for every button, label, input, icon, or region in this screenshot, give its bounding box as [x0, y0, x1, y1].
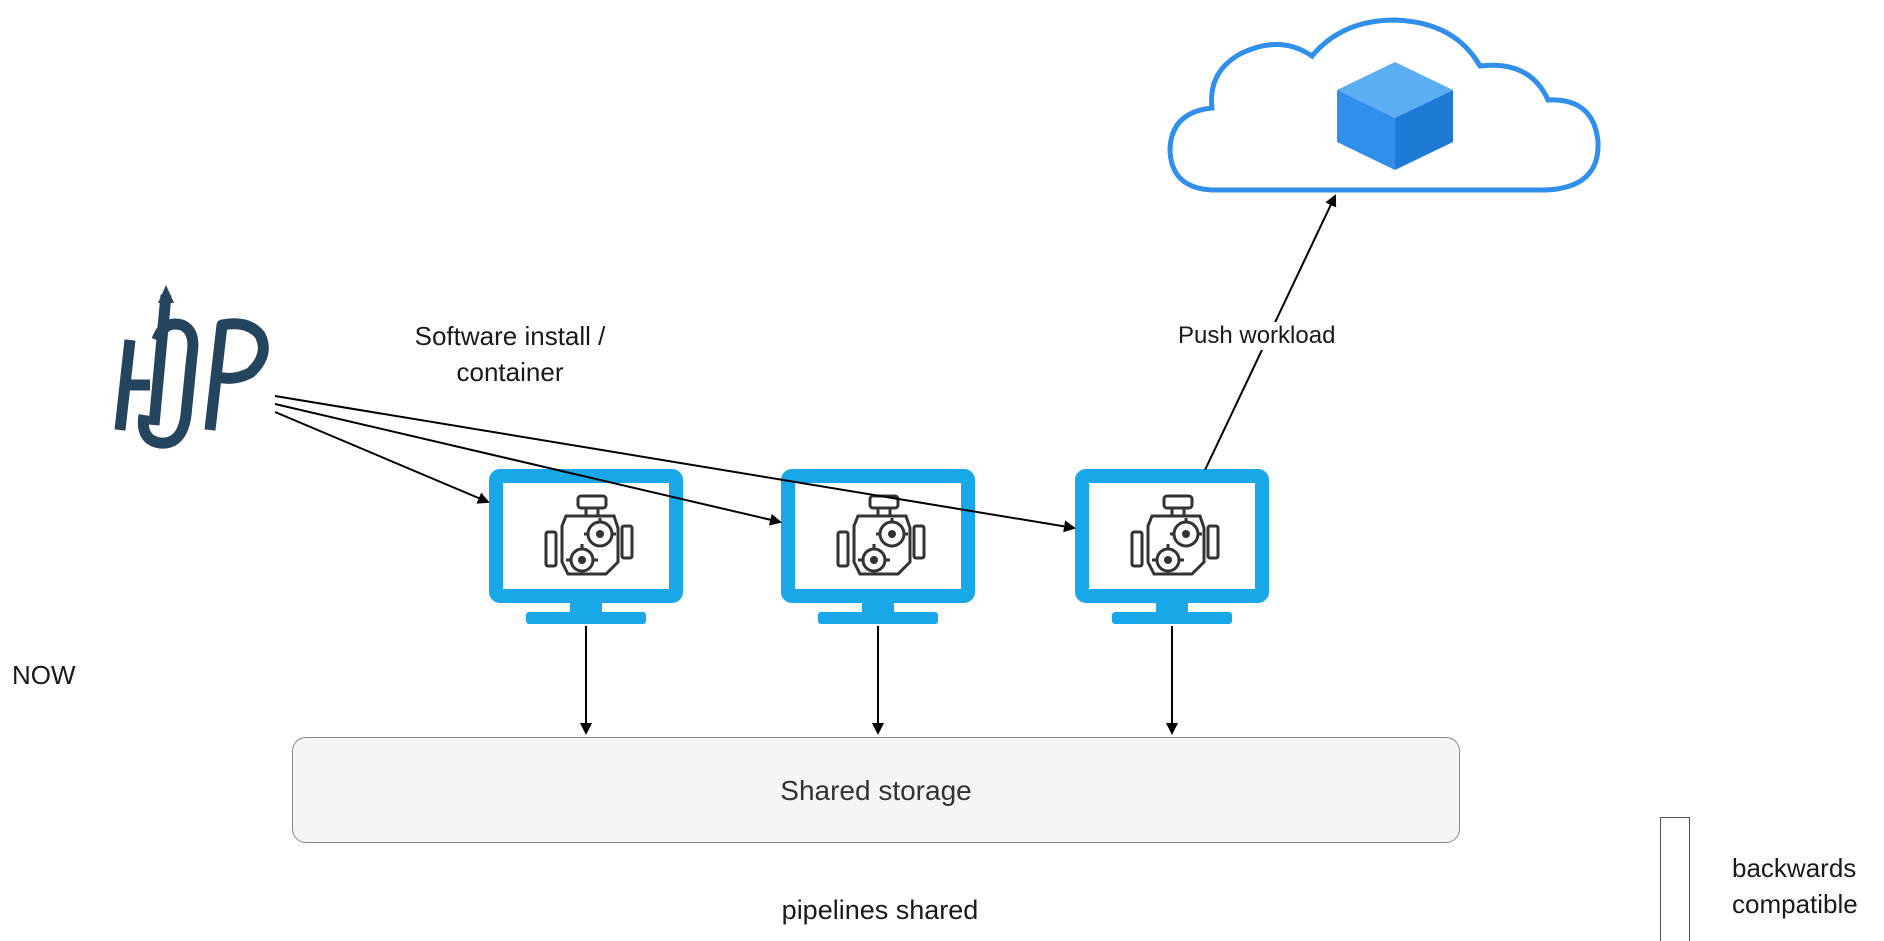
legend-box: [1660, 817, 1690, 941]
pipelines-shared-label: pipelines shared: [781, 895, 979, 925]
monitor-icon: [496, 476, 676, 624]
backwards-compatible-label: backwards compatible: [1732, 850, 1858, 922]
monitor-icon: [1082, 476, 1262, 624]
software-install-line1: Software install /: [414, 321, 606, 351]
hop-logo: [114, 285, 269, 449]
backwards-line1: backwards: [1732, 853, 1857, 883]
compatible-line2: compatible: [1732, 889, 1858, 919]
shared-storage-box: Shared storage: [292, 737, 1460, 843]
arrow-install-1: [274, 411, 490, 504]
shared-storage-label: Shared storage: [780, 775, 972, 806]
arrow-install-3: [274, 395, 1076, 533]
now-label: NOW: [12, 660, 76, 690]
cube-icon: [1337, 62, 1453, 170]
arrow-install-2: [274, 403, 782, 526]
software-install-line2: container: [456, 357, 564, 387]
software-install-label: Software install / container: [360, 318, 660, 390]
monitor-icon: [788, 476, 968, 624]
push-workload-label: Push workload: [1176, 322, 1338, 350]
